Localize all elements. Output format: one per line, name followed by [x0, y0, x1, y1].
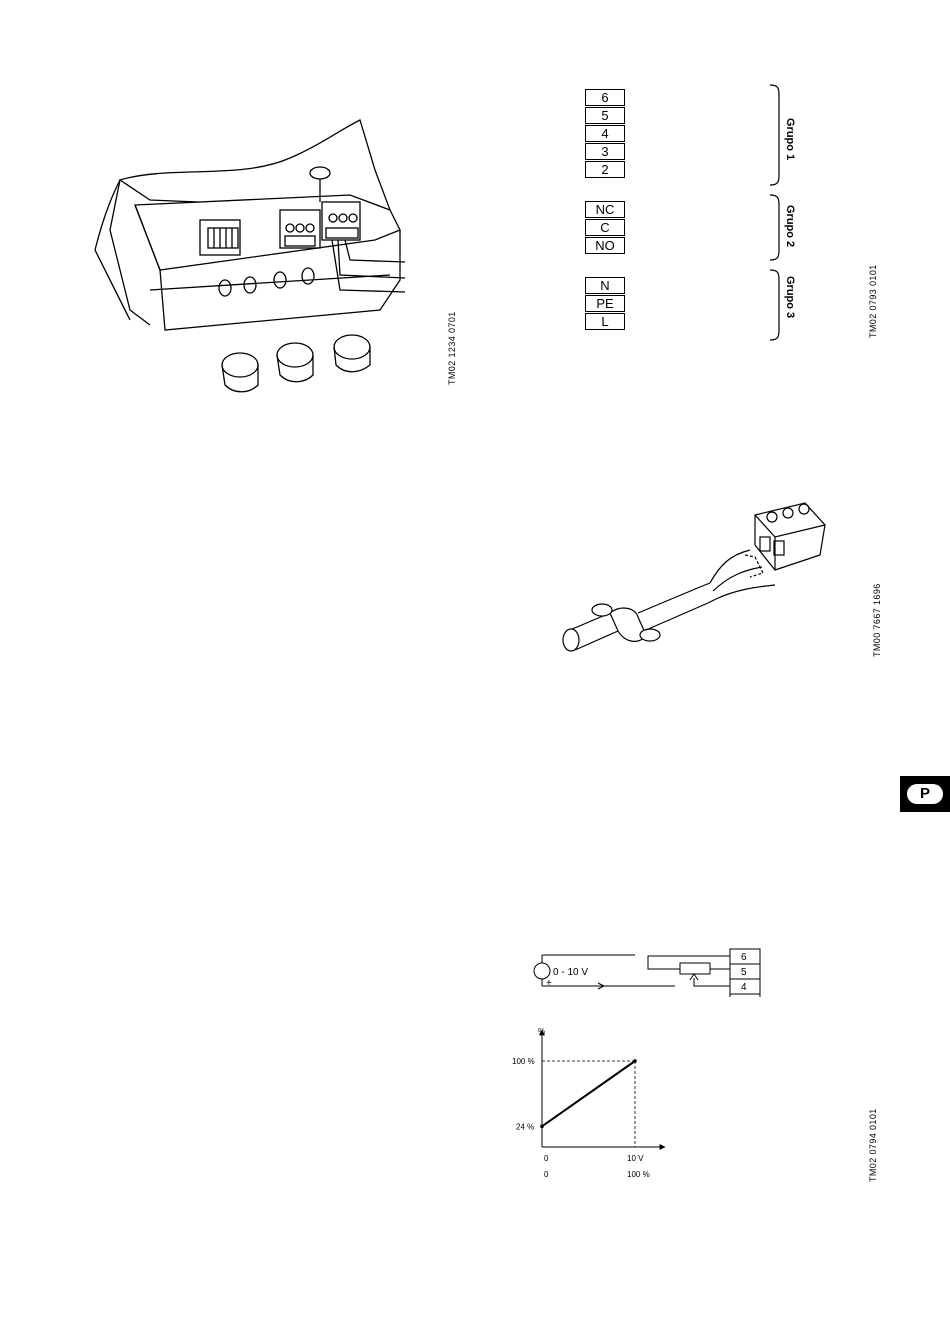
cable-connector-illustration [550, 495, 835, 660]
y-tick-24: 24 % [516, 1122, 534, 1131]
wiring-schematic: 0 - 10 V + 6 5 4 [520, 940, 765, 1000]
x-tick-10v: 10 V [627, 1154, 644, 1163]
terminal-2: 2 [585, 161, 625, 178]
data-point-end [633, 1059, 637, 1063]
language-tab: P [900, 776, 950, 812]
figure-code-3: TM00 7667 1696 [872, 583, 882, 657]
terminal-box-illustration [90, 110, 420, 400]
figure-code-4: TM02 0794 0101 [868, 1108, 878, 1182]
terminal-3: 3 [585, 143, 625, 160]
terminal-no: NO [585, 237, 625, 254]
wiring-terminal-5: 5 [741, 967, 747, 978]
terminal-l: L [585, 313, 625, 330]
voltage-source-icon [534, 963, 550, 979]
characteristic-chart: % 100 % 24 % 0 10 V 0 100 % [500, 1020, 680, 1190]
x-tick-0: 0 [544, 1154, 549, 1163]
y-tick-100: 100 % [512, 1057, 535, 1066]
group-1-label: Grupo 1 [784, 118, 796, 160]
terminal-pe: PE [585, 295, 625, 312]
y-unit-label: % [538, 1027, 545, 1036]
x2-tick-100: 100 % [627, 1170, 650, 1179]
terminal-4: 4 [585, 125, 625, 142]
terminal-5: 5 [585, 107, 625, 124]
terminal-6: 6 [585, 89, 625, 106]
source-plus: + [546, 978, 552, 989]
group-3-label: Grupo 3 [784, 276, 796, 318]
series-line [542, 1061, 635, 1126]
language-tab-letter: P [907, 784, 943, 804]
terminal-n: N [585, 277, 625, 294]
terminal-c: C [585, 219, 625, 236]
wiring-terminal-4: 4 [741, 982, 747, 993]
source-label: 0 - 10 V [553, 967, 588, 978]
data-point-start [540, 1125, 544, 1129]
figure-code-2: TM02 0793 0101 [868, 264, 878, 338]
wiring-terminal-6: 6 [741, 952, 747, 963]
x2-tick-0: 0 [544, 1170, 549, 1179]
potentiometer-icon [680, 963, 710, 974]
group-2-label: Grupo 2 [784, 205, 796, 247]
terminal-nc: NC [585, 201, 625, 218]
figure-code-1: TM02 1234 0701 [447, 311, 457, 385]
